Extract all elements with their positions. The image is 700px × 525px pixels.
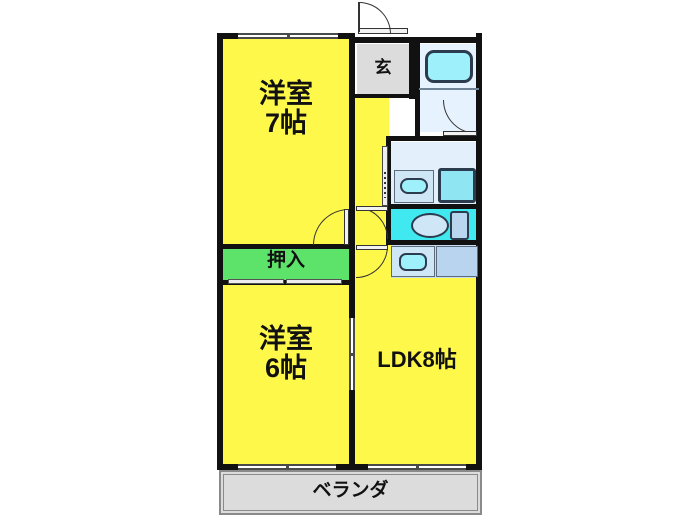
- bathroom-internal-line: [419, 88, 479, 90]
- interior-wall-toilet-left: [386, 204, 391, 244]
- room7-door-leaf[interactable]: [344, 209, 349, 245]
- stove-space: [436, 246, 478, 277]
- room-washitsu-7jo-fill: [222, 38, 350, 246]
- interior-wall-toilet-top: [386, 204, 482, 209]
- outer-wall-top-right: [353, 37, 482, 43]
- interior-wall-genkan-right: [409, 43, 415, 99]
- outer-wall-right: [476, 33, 482, 470]
- interior-wall-center-vertical: [349, 33, 355, 470]
- entry-jog-wall: [409, 37, 415, 45]
- oshiire-sliding-door-left[interactable]: [228, 279, 284, 284]
- veranda-outline: [223, 474, 478, 511]
- ldk-label: LDK8帖: [377, 347, 457, 372]
- bathtub: [425, 50, 473, 83]
- kitchen-sink-counter: [391, 246, 435, 277]
- interior-wall-bathroom-left: [415, 43, 420, 139]
- room-ldk-fill: [355, 245, 479, 466]
- oshiire-sliding-door-right[interactable]: [286, 279, 342, 284]
- room-washitsu-6jo-fill: [222, 285, 350, 466]
- veranda-label: ベランダ: [312, 480, 389, 501]
- toilet-bowl: [411, 213, 449, 238]
- kitchen-sink: [399, 253, 427, 271]
- genkan-label: 玄: [374, 58, 392, 77]
- interior-wall-toilet-bottom: [386, 240, 482, 245]
- corridor-panel-dots: [384, 172, 386, 198]
- room-oshiire-fill: [222, 248, 350, 281]
- washbasin: [400, 178, 428, 194]
- entrance-door-hinge: [358, 2, 360, 32]
- room7-label: 洋室 7帖: [259, 79, 313, 139]
- interior-wall-bathroom-bottom: [386, 136, 482, 141]
- outer-wall-left: [217, 33, 223, 470]
- window-room7-top-mullion: [287, 33, 290, 39]
- room6-label: 洋室 6帖: [259, 324, 313, 384]
- window-ldk-bottom-mullion: [416, 464, 419, 470]
- interior-wall-above-oshiire: [217, 244, 355, 249]
- room-veranda: [219, 470, 482, 515]
- toilet-door-leaf[interactable]: [356, 245, 388, 250]
- oshiire-label: 押入: [266, 250, 305, 271]
- entrance-door-swing: [359, 2, 391, 34]
- window-room6-bottom-mullion: [286, 464, 289, 470]
- interior-wall-genkan-bottom: [355, 94, 415, 98]
- toilet-tank: [450, 211, 469, 240]
- interior-wall-washroom-left: [386, 136, 391, 208]
- bathroom-door-leaf[interactable]: [443, 131, 477, 136]
- washroom-door-leaf[interactable]: [356, 206, 388, 211]
- washing-machine-space: [438, 168, 476, 203]
- sliding-partition-mullion: [349, 353, 355, 356]
- room-genkan-fill: [357, 44, 409, 96]
